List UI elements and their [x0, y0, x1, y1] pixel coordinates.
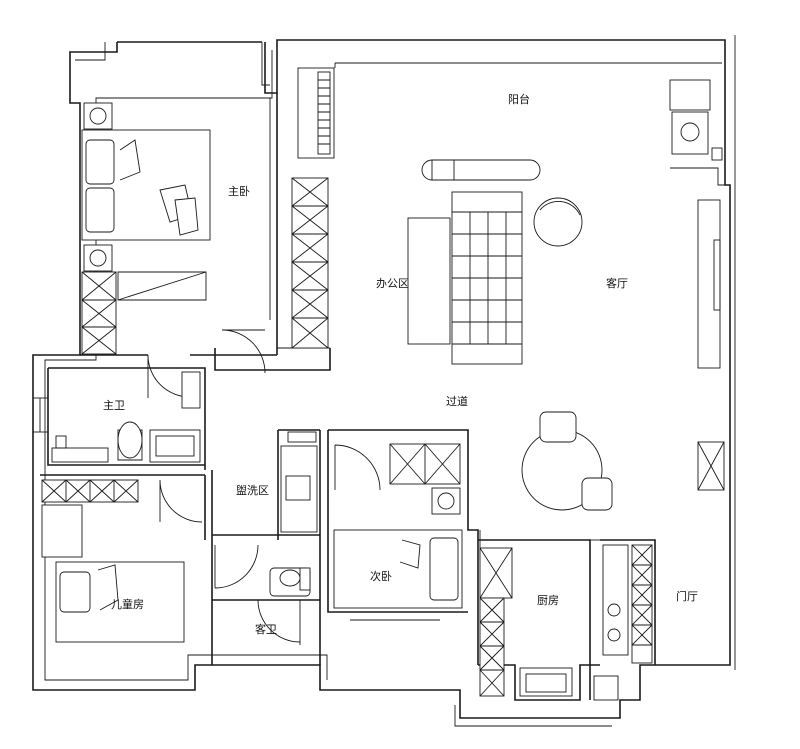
guest-bath-fixtures: [269, 567, 311, 597]
label-master-bedroom: 主卧: [228, 185, 250, 198]
master-bedside: [83, 102, 113, 272]
doors: [147, 329, 481, 645]
piano: [297, 67, 335, 159]
second-bed: [333, 529, 463, 609]
kitchen-counter-right: [593, 544, 653, 701]
label-kids-room: 儿童房: [111, 597, 144, 611]
label-corridor: 过道: [446, 394, 468, 408]
master-wardrobe: [81, 271, 207, 355]
label-guest-bath: 客卫: [255, 622, 277, 636]
label-office-area: 办公区: [376, 277, 409, 290]
master-side-cabinet: [291, 177, 329, 349]
label-living-room: 客厅: [606, 276, 628, 290]
kids-shelf: [41, 479, 139, 503]
tv-cabinet: [697, 199, 721, 369]
kitchen-counter-left: [479, 547, 513, 697]
desk: [407, 217, 451, 345]
washbasin: [280, 431, 318, 533]
interior-walls: [33, 93, 656, 701]
armchair: [533, 197, 583, 247]
bolster: [421, 159, 541, 181]
balcony-rail: [334, 62, 730, 186]
master-bath-fixtures: [51, 371, 201, 463]
room-labels: 阳台 主卧 办公区 客厅 主卫 过道 盥洗区 次卧 儿童房 客卫 厨房 门厅: [103, 92, 698, 636]
sofa: [451, 191, 523, 365]
kitchen-sink: [519, 667, 573, 697]
kids-bed: [55, 561, 185, 643]
second-wardrobe: [389, 443, 461, 515]
label-kitchen: 厨房: [537, 594, 559, 607]
balcony-washer: [669, 79, 723, 161]
dining-table: [521, 411, 613, 511]
label-master-bath: 主卫: [103, 399, 125, 412]
kids-desk: [41, 504, 83, 558]
entry-cabinet: [697, 441, 725, 491]
label-balcony: 阳台: [508, 92, 530, 106]
label-foyer: 门厅: [676, 589, 698, 603]
label-second-bedroom: 次卧: [370, 569, 392, 583]
label-washing-area: 盥洗区: [236, 484, 269, 497]
master-bed: [81, 129, 211, 241]
